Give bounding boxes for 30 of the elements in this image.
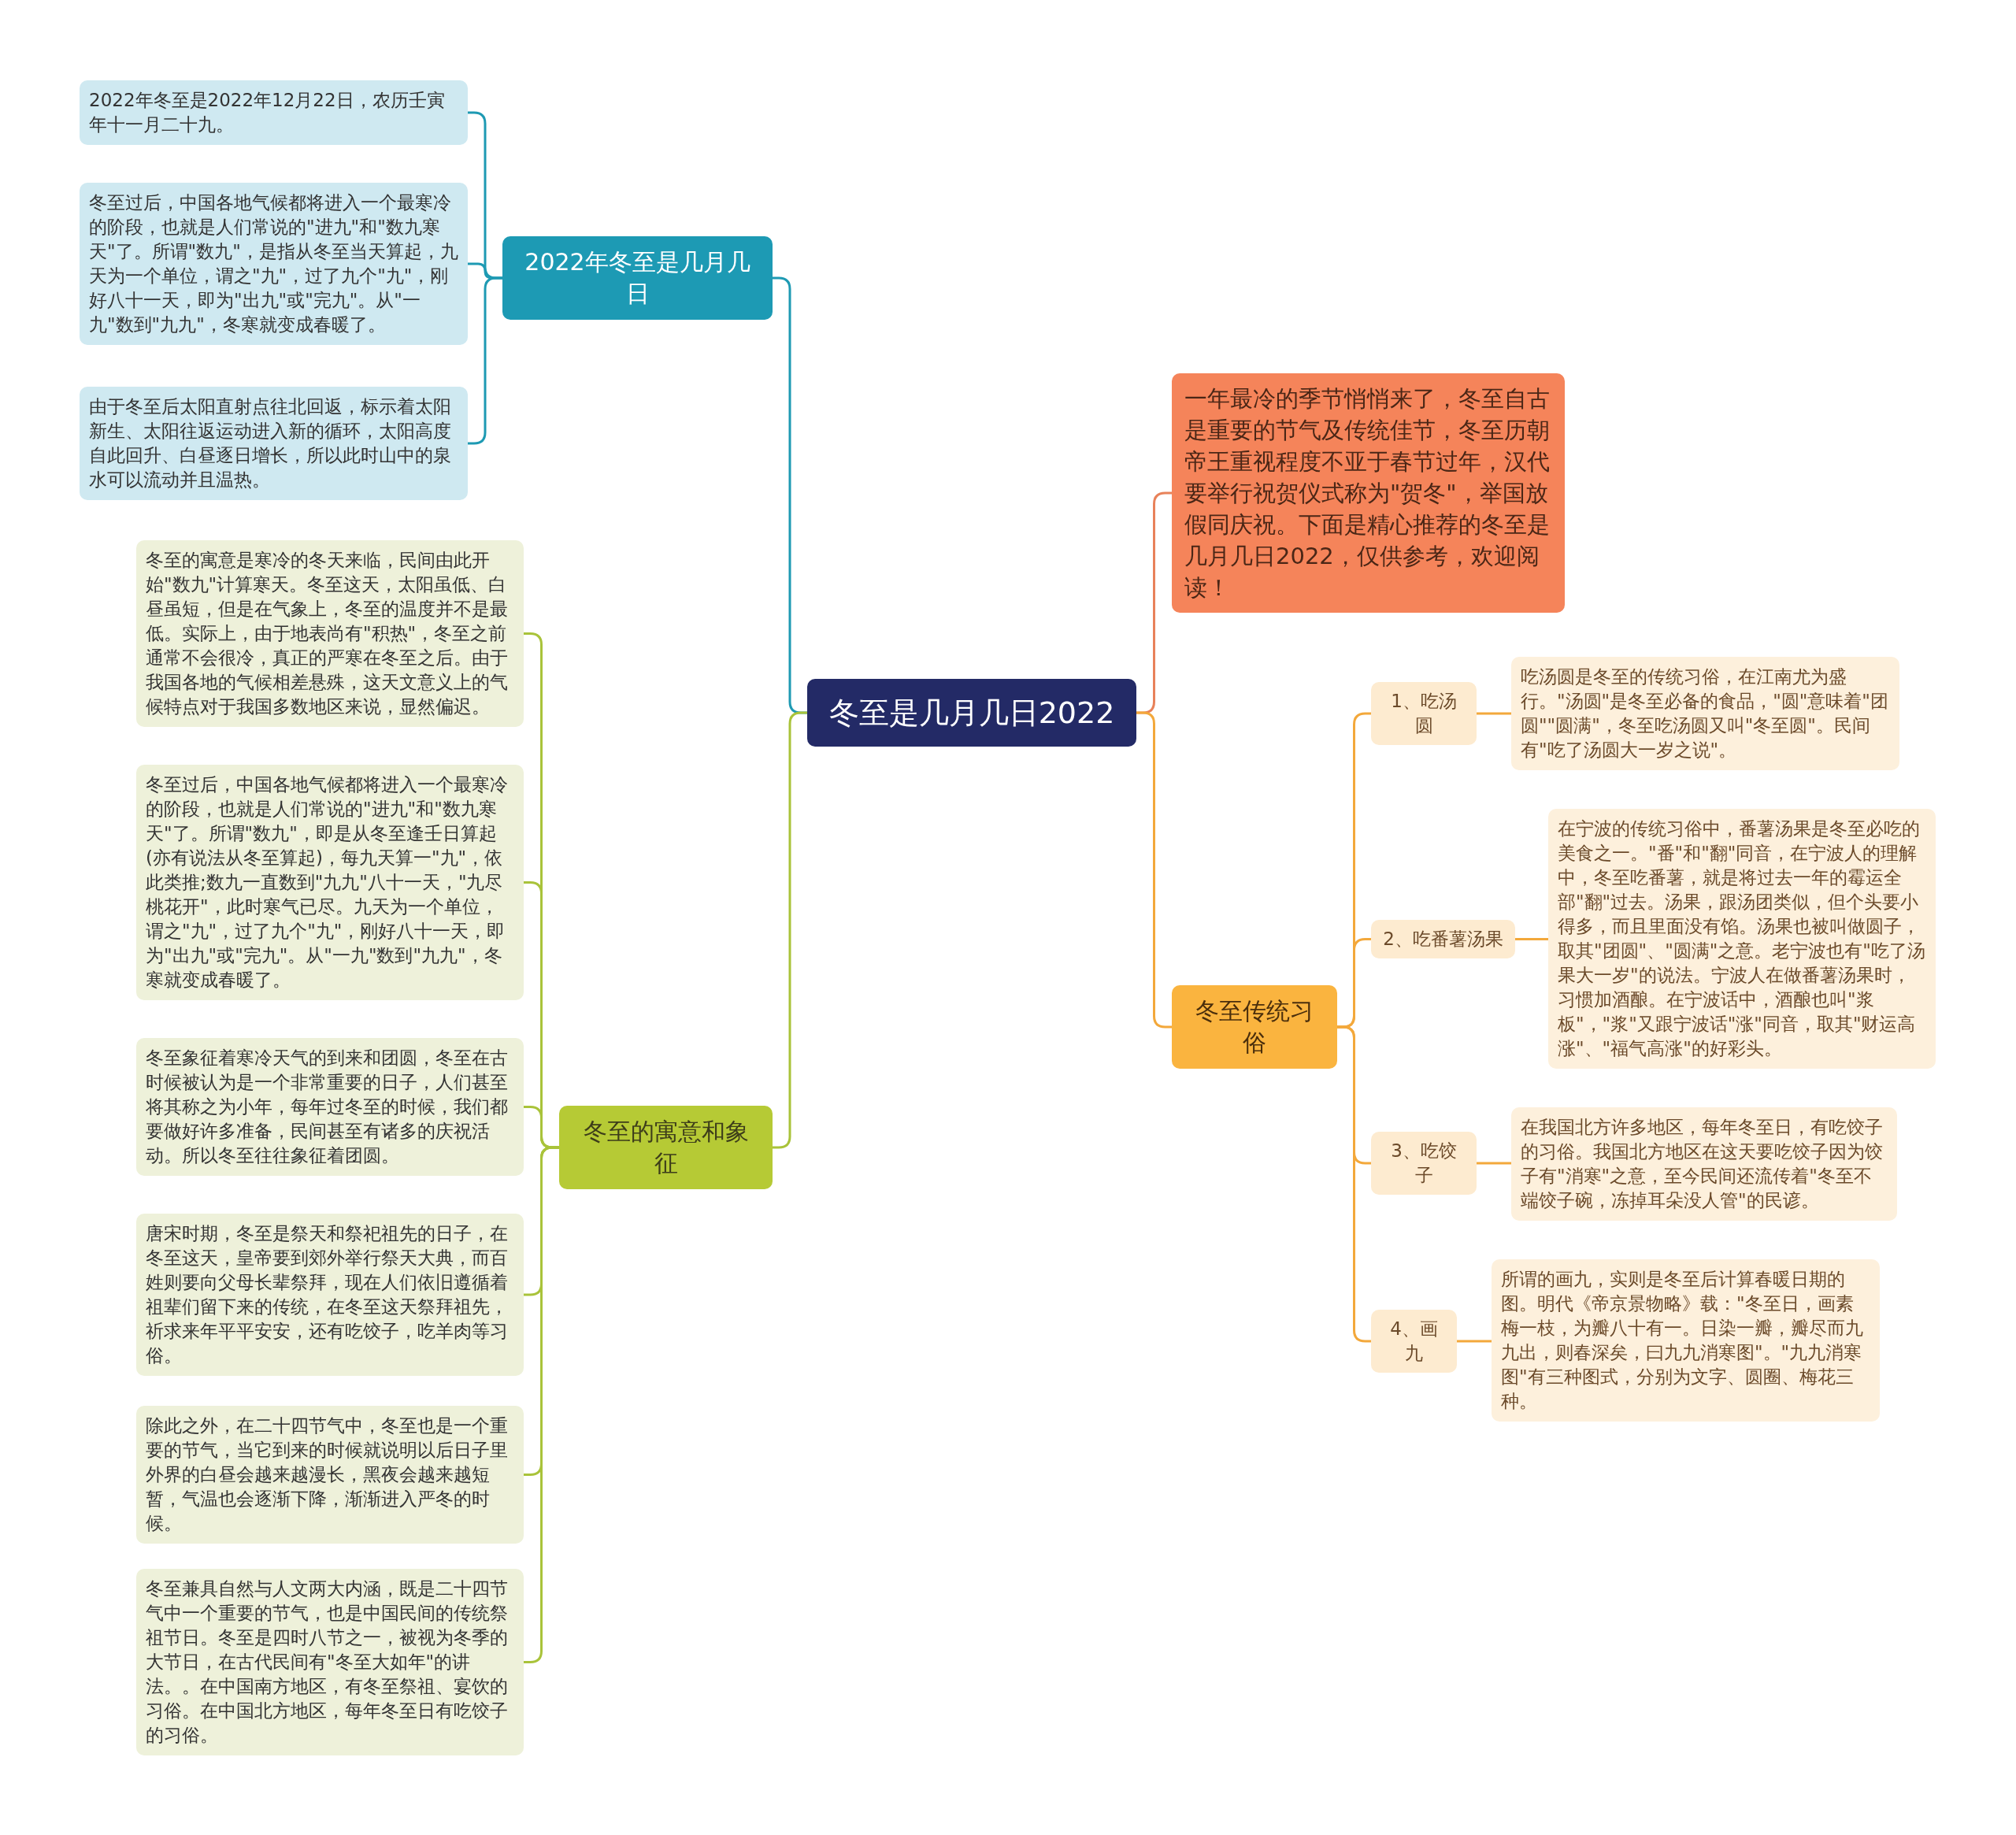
connector-line — [1337, 1025, 1371, 1343]
topic-box: 2022年冬至是几月几日 — [502, 236, 773, 320]
text-box: 吃汤圆是冬至的传统习俗，在江南尤为盛行。"汤圆"是冬至必备的食品，"圆"意味着"团圆""圆满"，冬至吃汤圆又叫"冬至圆"。民间有"吃了汤圆大一岁之说"。 — [1511, 657, 1899, 770]
subtopic-box: 4、画九 — [1371, 1310, 1457, 1373]
text-box: 所谓的画九，实则是冬至后计算春暖日期的图。明代《帝京景物略》载："冬至日，画素梅一枝，为瓣八十有一。日染一瓣，瓣尽而九九出，则春深矣，曰九九消寒图"。"九九消寒图"有三种图式，分别为文字、圆圈、梅花三种。 — [1492, 1259, 1880, 1422]
text-box: 冬至过后，中国各地气候都将进入一个最寒冷的阶段，也就是人们常说的"进九"和"数九寒天"了。所谓"数九"，即是从冬至逢壬日算起(亦有说法从冬至算起)，每九天算一"九"，依此类推;数九一直数到"九九"八十一天，"九尽桃花开"，此时寒气已尽。九天为一个单位，谓之"九"，过了九个"九"，刚好八十一天，即为"出九"或"完九"。从"一九"数到"九九"，冬寒就变成春暖了。 — [136, 764, 524, 1000]
central-topic-box: 冬至是几月几日2022 — [807, 679, 1136, 747]
topic-box: 冬至的寓意和象征 — [559, 1106, 773, 1189]
connector-line — [468, 276, 502, 445]
subtopic-box: 1、吃汤圆 — [1371, 682, 1477, 745]
text-box: 冬至兼具自然与人文两大内涵，既是二十四节气中一个重要的节气，也是中国民间的传统祭祖节日。冬至是四时八节之一，被视为冬季的大节日，在古代民间有"冬至大如年"的讲法。。在中国南方地区，有冬至祭祖、宴饮的习俗。在中国北方地区，每年冬至日有吃饺子的习俗。 — [136, 1568, 524, 1755]
text-box: 由于冬至后太阳直射点往北回返，标示着太阳新生、太阳往返运动进入新的循环，太阳高度自此回升、白昼逐日增长，所以此时山中的泉水可以流动并且温热。 — [80, 387, 468, 500]
subtopic-box: 3、吃饺子 — [1371, 1132, 1477, 1195]
connector-line — [1136, 711, 1172, 1029]
text-box: 在我国北方许多地区，每年冬至日，有吃饺子的习俗。我国北方地区在这天要吃饺子因为饺子有"消寒"之意，至今民间还流传着"冬至不端饺子碗，冻掉耳朵没人管"的民谚。 — [1511, 1107, 1897, 1221]
text-box: 在宁波的传统习俗中，番薯汤果是冬至必吃的美食之一。"番"和"翻"同音，在宁波人的理解中，冬至吃番薯，就是将过去一年的霉运全部"翻"过去。汤果，跟汤团类似，但个头要小得多，而且里面没有馅。汤果也被叫做圆子，取其"团圆"、"圆满"之意。老宁波也有"吃了汤果大一岁"的说法。宁波人在做番薯汤果时，习惯加酒酿。在宁波话中，酒酿也叫"浆板"，"浆"又跟宁波话"涨"同音，取其"财运高涨"、"福气高涨"的好彩头。 — [1548, 809, 1936, 1069]
connector-line — [773, 711, 807, 1149]
text-box: 除此之外，在二十四节气中，冬至也是一个重要的节气，当它到来的时候就说明以后日子里外界的白昼会越来越漫长，黑夜会越来越短暂，气温也会逐渐下降，渐渐进入严冬的时候。 — [136, 1405, 524, 1544]
connector-line — [1477, 1162, 1511, 1165]
text-box: 冬至的寓意是寒冷的冬天来临，民间由此开始"数九"计算寒天。冬至这天，太阳虽低、白昼虽短，但是在气象上，冬至的温度并不是最低。实际上，由于地表尚有"积热"，冬至之前通常不会很冷，真正的严寒在冬至之后。由于我国各地的气候相差悬殊，这天文意义上的气候特点对于我国多数地区来说，显然偏迟。 — [136, 539, 524, 727]
connector-line — [1477, 712, 1511, 715]
text-box: 冬至过后，中国各地气候都将进入一个最寒冷的阶段，也就是人们常说的"进九"和"数九寒天"了。所谓"数九"，是指从冬至当天算起，九天为一个单位，谓之"九"，过了九个"九"，刚好八十一天，即为"出九"或"完九"。从"一九"数到"九九"，冬寒就变成春暖了。 — [80, 183, 468, 345]
text-box: 唐宋时期，冬至是祭天和祭祀祖先的日子，在冬至这天，皇帝要到郊外举行祭天大典，而百姓则要向父母长辈祭拜，现在人们依旧遵循着祖辈们留下来的传统，在冬至这天祭拜祖先，祈求来年平平安安，还有吃饺子，吃羊肉等习俗。 — [136, 1214, 524, 1376]
text-box: 冬至象征着寒冷天气的到来和团圆，冬至在古时候被认为是一个非常重要的日子，人们甚至将其称之为小年，每年过冬至的时候，我们都要做好许多准备，民间甚至有诸多的庆祝活动。所以冬至往往象征着团圆。 — [136, 1037, 524, 1176]
text-box: 2022年冬至是2022年12月22日，农历壬寅年十一月二十九。 — [80, 80, 468, 145]
intro-box: 一年最冷的季节悄悄来了，冬至自古是重要的节气及传统佳节，冬至历朝帝王重视程度不亚于春节过年，汉代要举行祝贺仪式称为"贺冬"，举国放假同庆祝。下面是精心推荐的冬至是几月几日2022，仅供参考，欢迎阅读！ — [1172, 373, 1565, 613]
topic-box: 冬至传统习俗 — [1172, 985, 1337, 1069]
subtopic-box: 2、吃番薯汤果 — [1371, 919, 1515, 958]
connector-line — [1515, 938, 1548, 940]
connector-line — [1457, 1340, 1492, 1343]
